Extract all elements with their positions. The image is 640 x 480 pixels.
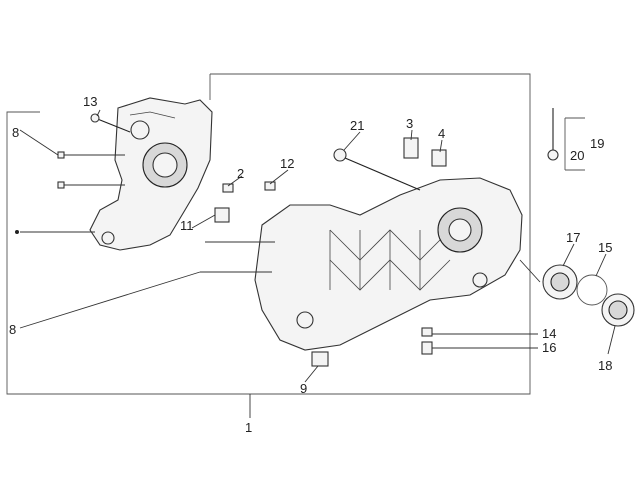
callout-19: 19 (590, 136, 604, 151)
studs-upper (57, 151, 125, 189)
callout-17: 17 (566, 230, 580, 245)
assembly-frame (6, 73, 585, 418)
callout-8-upper: 8 (12, 125, 19, 140)
bushing-9 (311, 351, 329, 367)
callout-20: 20 (570, 148, 584, 163)
callout-14: 14 (542, 326, 556, 341)
callout-16: 16 (542, 340, 556, 355)
callout-labels: 1 2 3 4 8 8 9 11 12 13 14 15 16 17 18 19… (9, 94, 612, 435)
nut-14 (421, 327, 433, 337)
drive-shaft-21 (333, 148, 421, 191)
left-crankcase-half (89, 97, 213, 251)
screw-16 (421, 341, 433, 355)
callout-11: 11 (180, 218, 194, 233)
bushing-11 (214, 207, 230, 223)
callout-12: 12 (280, 156, 294, 171)
dipstick-19-20 (547, 108, 559, 161)
callout-18: 18 (598, 358, 612, 373)
bushing-4 (431, 149, 447, 167)
callout-2: 2 (237, 166, 244, 181)
pin-3 (403, 137, 419, 159)
main-crankcase (254, 177, 523, 351)
oil-seal-18 (601, 293, 635, 327)
callout-9: 9 (300, 381, 307, 396)
callout-8-lower: 8 (9, 322, 16, 337)
callout-15: 15 (598, 240, 612, 255)
callout-1: 1 (245, 420, 252, 435)
studs-11 (200, 241, 275, 273)
callout-13: 13 (83, 94, 97, 109)
dowel-pin-12 (264, 181, 276, 191)
callout-3: 3 (406, 116, 413, 131)
leader-lines (15, 109, 616, 383)
dowel-pin-2 (222, 183, 234, 193)
circlip-15 (576, 274, 608, 306)
bearing-17 (542, 264, 578, 300)
callout-21: 21 (350, 118, 364, 133)
callout-4: 4 (438, 126, 445, 141)
